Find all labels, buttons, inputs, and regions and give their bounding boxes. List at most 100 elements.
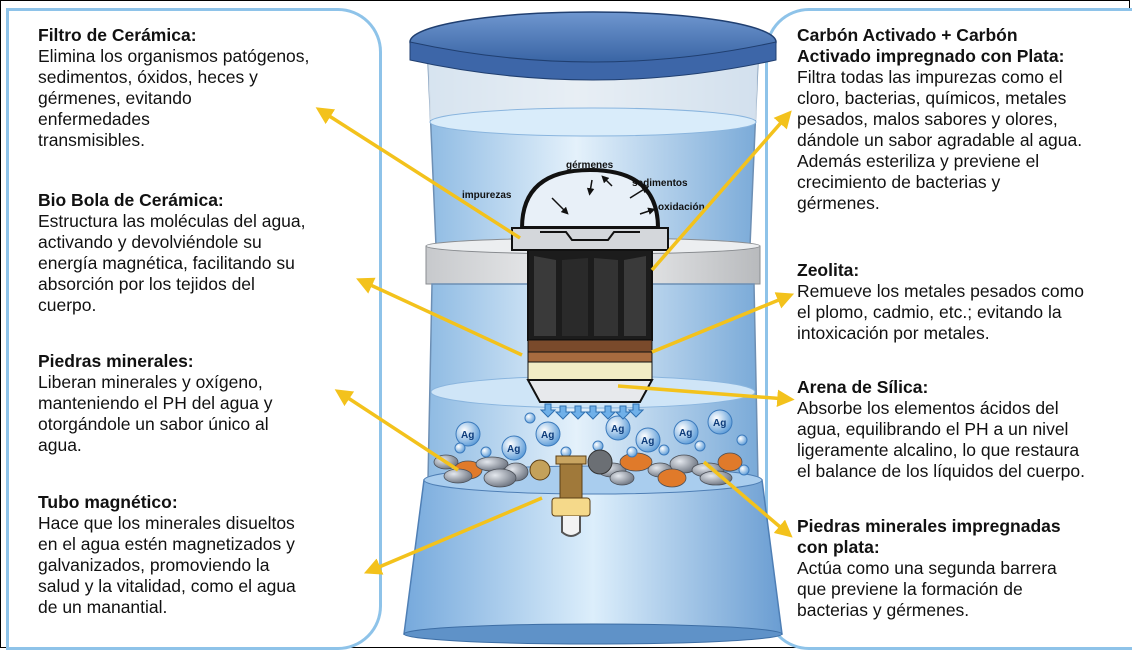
water-bubble bbox=[524, 412, 536, 424]
section-piedras-plata: Piedras minerales impregnadas con plata:… bbox=[797, 516, 1061, 621]
section-line: de un manantial. bbox=[38, 597, 168, 617]
arrow-arena-silica bbox=[617, 384, 795, 408]
silver-ion-bubble bbox=[501, 435, 527, 461]
section-line: gérmenes. bbox=[797, 193, 880, 213]
section-line: Absorbe los elementos ácidos del bbox=[797, 398, 1059, 418]
water-bubble bbox=[694, 440, 706, 452]
carbon-panel bbox=[534, 256, 556, 336]
section-line: salud y la vitalidad, como el agua bbox=[38, 576, 296, 596]
lid-rim bbox=[409, 41, 777, 81]
drip-arrows bbox=[539, 403, 645, 420]
section-line: activando y devolviéndole su bbox=[38, 232, 262, 252]
silver-ion-label: Ag bbox=[507, 444, 520, 455]
section-title: Filtro de Cerámica: bbox=[38, 25, 197, 45]
silver-ion: Ag bbox=[707, 409, 733, 435]
section-line: que previene la formación de bbox=[797, 579, 1023, 599]
base-bottom bbox=[403, 623, 783, 645]
silver-ion: Ag bbox=[501, 435, 527, 461]
water-surface bbox=[429, 107, 757, 137]
section-line: energía magnética, facilitando su bbox=[38, 253, 295, 273]
label-sedimentos: sedimentos bbox=[632, 178, 688, 189]
water-bubble bbox=[592, 440, 604, 452]
dome-cap-detail bbox=[540, 231, 640, 241]
zeolite-layer bbox=[527, 339, 653, 353]
silver-mineral-stone bbox=[657, 468, 687, 488]
section-line: Filtra todas las impurezas como el bbox=[797, 67, 1063, 87]
section-title-line: Activado impregnado con Plata: bbox=[797, 46, 1065, 66]
section-title-line: Piedras minerales impregnadas bbox=[797, 516, 1061, 536]
silver-ion: Ag bbox=[635, 427, 661, 453]
label-oxidacion: oxidación bbox=[658, 202, 705, 213]
silver-mineral-stone bbox=[717, 452, 743, 472]
section-tubo-magnetico: Tubo magnético: Hace que los minerales d… bbox=[38, 492, 296, 618]
section-line: el balance de los líquidos del cuerpo. bbox=[797, 461, 1085, 481]
silver-ion-bubble bbox=[455, 421, 481, 447]
section-piedras-minerales: Piedras minerales: Liberan minerales y o… bbox=[38, 351, 272, 456]
arrow-tubo-magnetico bbox=[363, 496, 543, 575]
silver-ion-label: Ag bbox=[461, 430, 474, 441]
silver-ion: Ag bbox=[455, 421, 481, 447]
section-line: intoxicación por metales. bbox=[797, 323, 990, 343]
silver-ion-bubble bbox=[605, 415, 631, 441]
water-bubble bbox=[480, 446, 492, 458]
section-line: Además esteriliza y previene el bbox=[797, 151, 1040, 171]
water-bubble bbox=[658, 444, 670, 456]
silver-ion-bubble bbox=[535, 421, 561, 447]
mineral-stone bbox=[443, 468, 473, 484]
mineral-stone bbox=[609, 470, 635, 486]
section-line: Actúa como una segunda barrera bbox=[797, 558, 1057, 578]
section-arena-silica: Arena de Sílica: Absorbe los elementos á… bbox=[797, 377, 1085, 482]
arrow-zeolita bbox=[651, 292, 795, 354]
section-line: Remueve los metales pesados como bbox=[797, 281, 1084, 301]
ceramic-dome bbox=[519, 167, 661, 230]
mineral-stones bbox=[433, 452, 743, 488]
arrow-piedras-plata bbox=[702, 460, 793, 538]
faucet bbox=[529, 449, 613, 537]
silver-ion-label: Ag bbox=[611, 424, 624, 435]
section-line: Liberan minerales y oxígeno, bbox=[38, 372, 263, 392]
arrow-filtro-ceramica bbox=[315, 107, 521, 240]
section-line: otorgándole un sabor único al bbox=[38, 414, 269, 434]
section-title-line: Carbón Activado + Carbón bbox=[797, 25, 1018, 45]
section-line: dándole un sabor agradable al agua. bbox=[797, 130, 1083, 150]
section-line: galvanizados, promoviendo la bbox=[38, 555, 270, 575]
carbon-panel bbox=[562, 258, 588, 336]
arrow-bio-bola bbox=[356, 277, 523, 357]
section-title: Bio Bola de Cerámica: bbox=[38, 190, 224, 210]
section-title: Tubo magnético: bbox=[38, 492, 178, 512]
carbon-panel bbox=[624, 256, 646, 336]
section-line: Hace que los minerales disueltos bbox=[38, 513, 295, 533]
section-title: Piedras minerales: bbox=[38, 351, 194, 371]
callout-arrows bbox=[315, 107, 795, 575]
silver-ion: Ag bbox=[535, 421, 561, 447]
label-impurezas: impurezas bbox=[462, 190, 512, 201]
silver-ion-bubble bbox=[673, 419, 699, 445]
filter-bottom bbox=[526, 379, 654, 403]
section-line: ligeramente alcalino, lo que restaura bbox=[797, 440, 1080, 460]
silver-ion: Ag bbox=[673, 419, 699, 445]
section-title-line: con plata: bbox=[797, 537, 880, 557]
section-line: enfermedades bbox=[38, 109, 150, 129]
arrow-piedras-minerales bbox=[334, 389, 459, 472]
section-line: bacterias y gérmenes. bbox=[797, 600, 970, 620]
silver-ion-label: Ag bbox=[641, 436, 654, 447]
section-line: Estructura las moléculas del agua, bbox=[38, 211, 306, 231]
water-bubble bbox=[626, 446, 638, 458]
section-zeolita: Zeolita: Remueve los metales pesados com… bbox=[797, 260, 1084, 344]
section-line: agua, equilibrando el PH a un nivel bbox=[797, 419, 1069, 439]
base-container bbox=[403, 479, 783, 635]
label-germenes: gérmenes bbox=[566, 160, 614, 171]
water-bubble bbox=[738, 464, 750, 476]
section-line: manteniendo el PH del agua y bbox=[38, 393, 273, 413]
silver-ion: Ag bbox=[605, 415, 631, 441]
water-bubble bbox=[454, 442, 466, 454]
section-line: Elimina los organismos patógenos, bbox=[38, 46, 310, 66]
section-line: en el agua estén magnetizados y bbox=[38, 534, 295, 554]
water-bubble bbox=[736, 434, 748, 446]
section-line: agua. bbox=[38, 435, 82, 455]
silver-ion-label: Ag bbox=[713, 418, 726, 429]
section-filtro-ceramica: Filtro de Cerámica: Elimina los organism… bbox=[38, 25, 309, 151]
section-line: transmisibles. bbox=[38, 130, 145, 150]
